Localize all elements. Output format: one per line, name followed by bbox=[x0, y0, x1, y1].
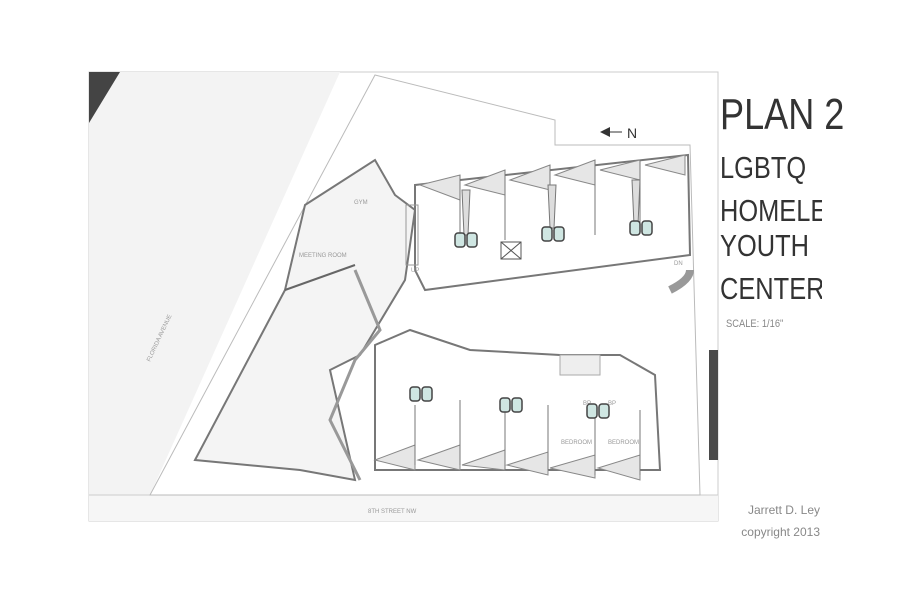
room-label-gym: GYM bbox=[354, 200, 368, 206]
room-label-meeting: MEETING ROOM bbox=[299, 253, 347, 259]
corner-triangle bbox=[89, 72, 120, 123]
florida-avenue-band bbox=[89, 72, 340, 495]
street-label-8th: 8TH STREET NW bbox=[368, 509, 417, 515]
copyright-text: copyright 2013 bbox=[741, 525, 820, 539]
room-label-bp: BP bbox=[608, 401, 616, 407]
stair-up bbox=[405, 204, 419, 266]
scale-label: SCALE: 1/16" bbox=[726, 318, 784, 330]
south-sink-pairs bbox=[409, 386, 610, 419]
title-line: LGBTQ bbox=[720, 150, 807, 185]
title-line: CENTER bbox=[720, 271, 822, 306]
south-unit-walls bbox=[414, 400, 641, 475]
south-unit-roofs bbox=[373, 444, 641, 481]
plan-title: PLAN 2 bbox=[720, 90, 845, 139]
title-line: HOMELESS bbox=[720, 193, 822, 228]
elevator-cross bbox=[500, 241, 522, 260]
north-sink-pairs bbox=[454, 220, 653, 248]
stair-down bbox=[668, 269, 694, 294]
8th-street-band bbox=[89, 495, 718, 521]
north-label: N bbox=[627, 125, 637, 141]
north-arrow-icon bbox=[600, 127, 610, 137]
stair-up-label: UP bbox=[411, 268, 419, 274]
title-line: YOUTH bbox=[720, 228, 809, 263]
partition bbox=[284, 264, 356, 291]
south-stair bbox=[559, 354, 601, 376]
room-label-bp: BP bbox=[583, 401, 591, 407]
project-title: LGBTQ HOMELESS YOUTH CENTER bbox=[718, 150, 822, 310]
west-wing bbox=[193, 158, 417, 482]
room-label-bedroom: BEDROOM bbox=[608, 440, 639, 446]
room-label-bedroom: BEDROOM bbox=[561, 440, 592, 446]
side-bar-accent bbox=[709, 350, 718, 460]
stair-down-label: DN bbox=[674, 261, 683, 267]
author-credit: Jarrett D. Ley bbox=[747, 503, 820, 517]
west-wall bbox=[328, 269, 382, 481]
